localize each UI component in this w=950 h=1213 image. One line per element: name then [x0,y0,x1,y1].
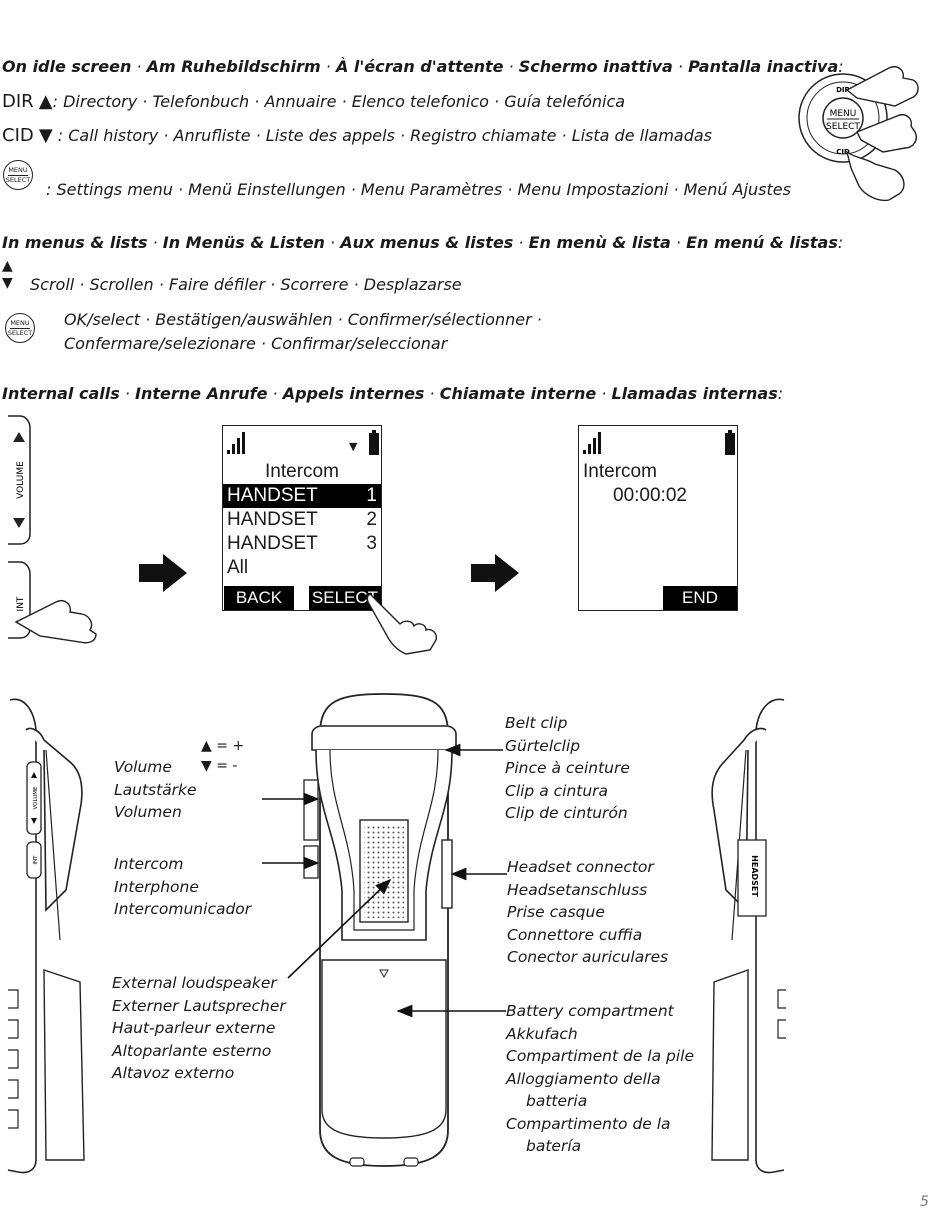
int-key-text: INT [16,596,26,611]
handset-left-side-view: VOLUME INT [7,698,85,1174]
up-triangle-icon-2: ▲ [201,738,212,754]
cid-key-label: CID [2,125,34,146]
idle-header: On idle screen · Am Ruhebildschirm · À l… [2,57,844,76]
down-triangle-icon-2: ▼ [201,758,212,774]
scroll-description: Scroll · Scrollen · Faire défiler · Scor… [30,275,462,294]
nav-dir-text: DIR [836,86,850,94]
cid-description: : Call history · Anrufliste · Liste des … [52,126,713,145]
page-number: 5 [920,1194,929,1210]
arrow-right-icon-2 [471,554,519,592]
intercom-call-screen: Intercom 00:00:02 END [578,425,738,611]
ok-select-description: OK/select · Bestätigen/auswählen · Confi… [64,310,542,353]
side-int-text: INT [33,855,39,865]
nav-cid-text: CID [836,148,850,156]
nav-select-text: SELECT [826,122,860,132]
arrow-right-icon [139,554,187,592]
volume-key-text: VOLUME [16,461,26,499]
signal-icon-2 [583,432,601,454]
scroll-arrows-icon: ▲▼ [2,258,13,291]
screen1-title: Intercom [265,461,339,482]
volume-legend: ▲ = + [201,738,245,754]
screen2-title: Intercom [583,461,657,482]
scroll-down-indicator-icon: ▼ [349,440,358,453]
cid-line: CID ▼ : Call history · Anrufliste · List… [2,125,712,146]
menus-header: In menus & lists · In Menüs & Listen · A… [2,233,844,252]
side-headset-text: HEADSET [750,855,759,897]
call-timer: 00:00:02 [613,485,687,506]
select-softkey: SELECT [309,586,381,610]
volume-legend-down: ▼ = - [201,758,238,774]
hand-pointer-icon [366,593,438,655]
dir-key-label: DIR [2,91,34,112]
signal-icon [227,432,245,454]
handset-right-side-view: HEADSET [711,698,786,1174]
dir-description: : Directory · Telefonbuch · Annuaire · E… [52,92,626,111]
nav-key-illustration: MENU SELECT DIR CID [798,66,919,202]
battery-icon-2 [725,430,735,455]
screen1-row-4: All [227,557,249,578]
menu-description: : Settings menu · Menü Einstellungen · M… [46,180,791,199]
up-triangle-icon: ▲ [38,91,53,112]
internal-header: Internal calls · Interne Anrufe · Appels… [2,384,784,403]
dir-line: DIR ▲: Directory · Telefonbuch · Annuair… [2,91,625,112]
side-keys-illustration: VOLUME INT [8,415,97,644]
side-volume-text: VOLUME [33,786,39,810]
back-softkey: BACK [224,586,294,610]
battery-icon [369,430,379,455]
end-softkey: END [663,586,737,610]
down-triangle-icon: ▼ [38,125,53,146]
handset-back-view [303,693,457,1167]
nav-menu-text: MENU [830,109,857,119]
